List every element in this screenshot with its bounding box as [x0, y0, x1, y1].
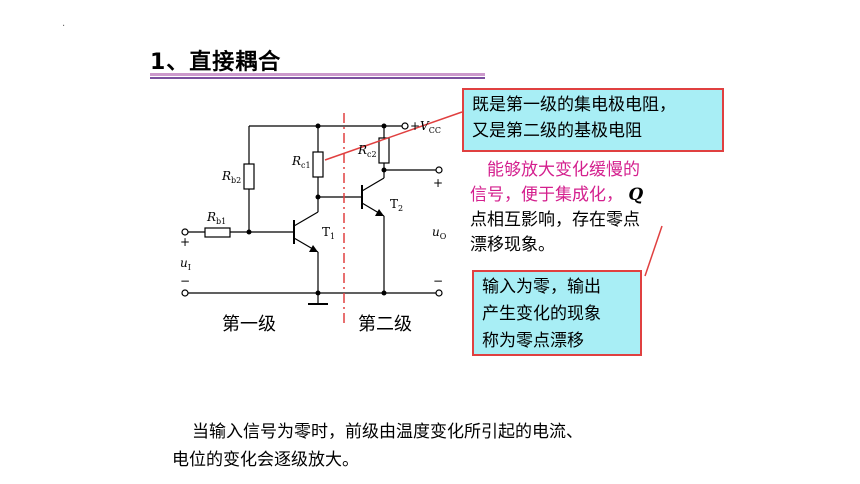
title-underline-light	[150, 73, 485, 76]
rc1-label: Rc1	[291, 154, 311, 170]
vcc-terminal	[401, 122, 409, 130]
rc2-resistor	[378, 137, 390, 164]
junction-dot	[315, 194, 321, 200]
explanation-line: 当输入信号为零时，前级由温度变化所引起的电流、	[192, 422, 583, 442]
callout-collector-resistor: 既是第一级的集电极电阻， 又是第二级的基极电阻	[462, 88, 724, 152]
junction-dot	[381, 123, 387, 129]
t2-collector	[361, 177, 385, 192]
t1-collector	[293, 211, 319, 227]
callout-line: 既是第一级的集电极电阻，	[472, 95, 676, 115]
t1-label: T1	[322, 225, 335, 241]
rc2-label: Rc2	[357, 143, 377, 159]
output-minus: −	[433, 274, 443, 288]
junction-dot	[315, 290, 321, 296]
t1-emitter-arrow	[309, 245, 318, 252]
note-highlight: 信号，便于集成化，	[470, 185, 623, 205]
explanation-line: 电位的变化会逐级放大。	[172, 450, 359, 470]
rb1-resistor	[204, 227, 231, 238]
slide-title: 1、直接耦合	[150, 50, 282, 75]
output-ground-terminal	[435, 289, 443, 297]
note-line: 点相互影响，存在零点	[470, 210, 640, 230]
explanation-text: 当输入信号为零时，前级由温度变化所引起的电流、 电位的变化会逐级放大。	[172, 418, 732, 474]
t2-emitter-arrow	[375, 209, 384, 216]
uo-label: uO	[432, 225, 447, 241]
junction-dot	[381, 290, 387, 296]
t2-label: T2	[390, 197, 403, 213]
title-underline-dark	[150, 77, 485, 79]
callout-zero-drift: 输入为零，输出 产生变化的现象 称为零点漂移	[472, 270, 642, 356]
callout-line: 又是第二级的基极电阻	[472, 121, 642, 141]
stage1-label: 第一级	[222, 314, 276, 335]
rb2-resistor	[243, 163, 255, 190]
input-minus: −	[180, 274, 190, 288]
output-terminal	[435, 166, 443, 174]
input-terminal	[181, 228, 189, 236]
note-highlight: 能够放大变化缓慢的	[487, 160, 640, 180]
input-ground-terminal	[181, 289, 189, 297]
callout-line: 称为零点漂移	[482, 331, 584, 351]
note-line: 漂移现象。	[470, 235, 555, 255]
feature-note: 能够放大变化缓慢的 信号，便于集成化， Q 点相互影响，存在零点 漂移现象。	[470, 158, 700, 258]
input-plus: +	[180, 235, 190, 249]
callout-line: 产生变化的现象	[482, 304, 601, 324]
junction-dot	[381, 167, 387, 173]
output-plus: +	[433, 176, 443, 190]
rb2-label: Rb2	[221, 169, 241, 185]
q-point-label: Q	[628, 185, 644, 205]
callout-line: 输入为零，输出	[482, 277, 601, 297]
rc1-resistor	[312, 151, 324, 178]
junction-dot	[315, 123, 321, 129]
ui-label: uI	[180, 256, 191, 272]
vcc-label: +VCC	[410, 119, 441, 135]
corner-dot: .	[62, 18, 66, 29]
junction-dot	[246, 229, 252, 235]
callout-pointer-bottom	[644, 225, 663, 277]
callout-pointer-top	[324, 111, 463, 161]
stage2-label: 第二级	[358, 314, 412, 335]
rb1-label: Rb1	[206, 210, 226, 226]
